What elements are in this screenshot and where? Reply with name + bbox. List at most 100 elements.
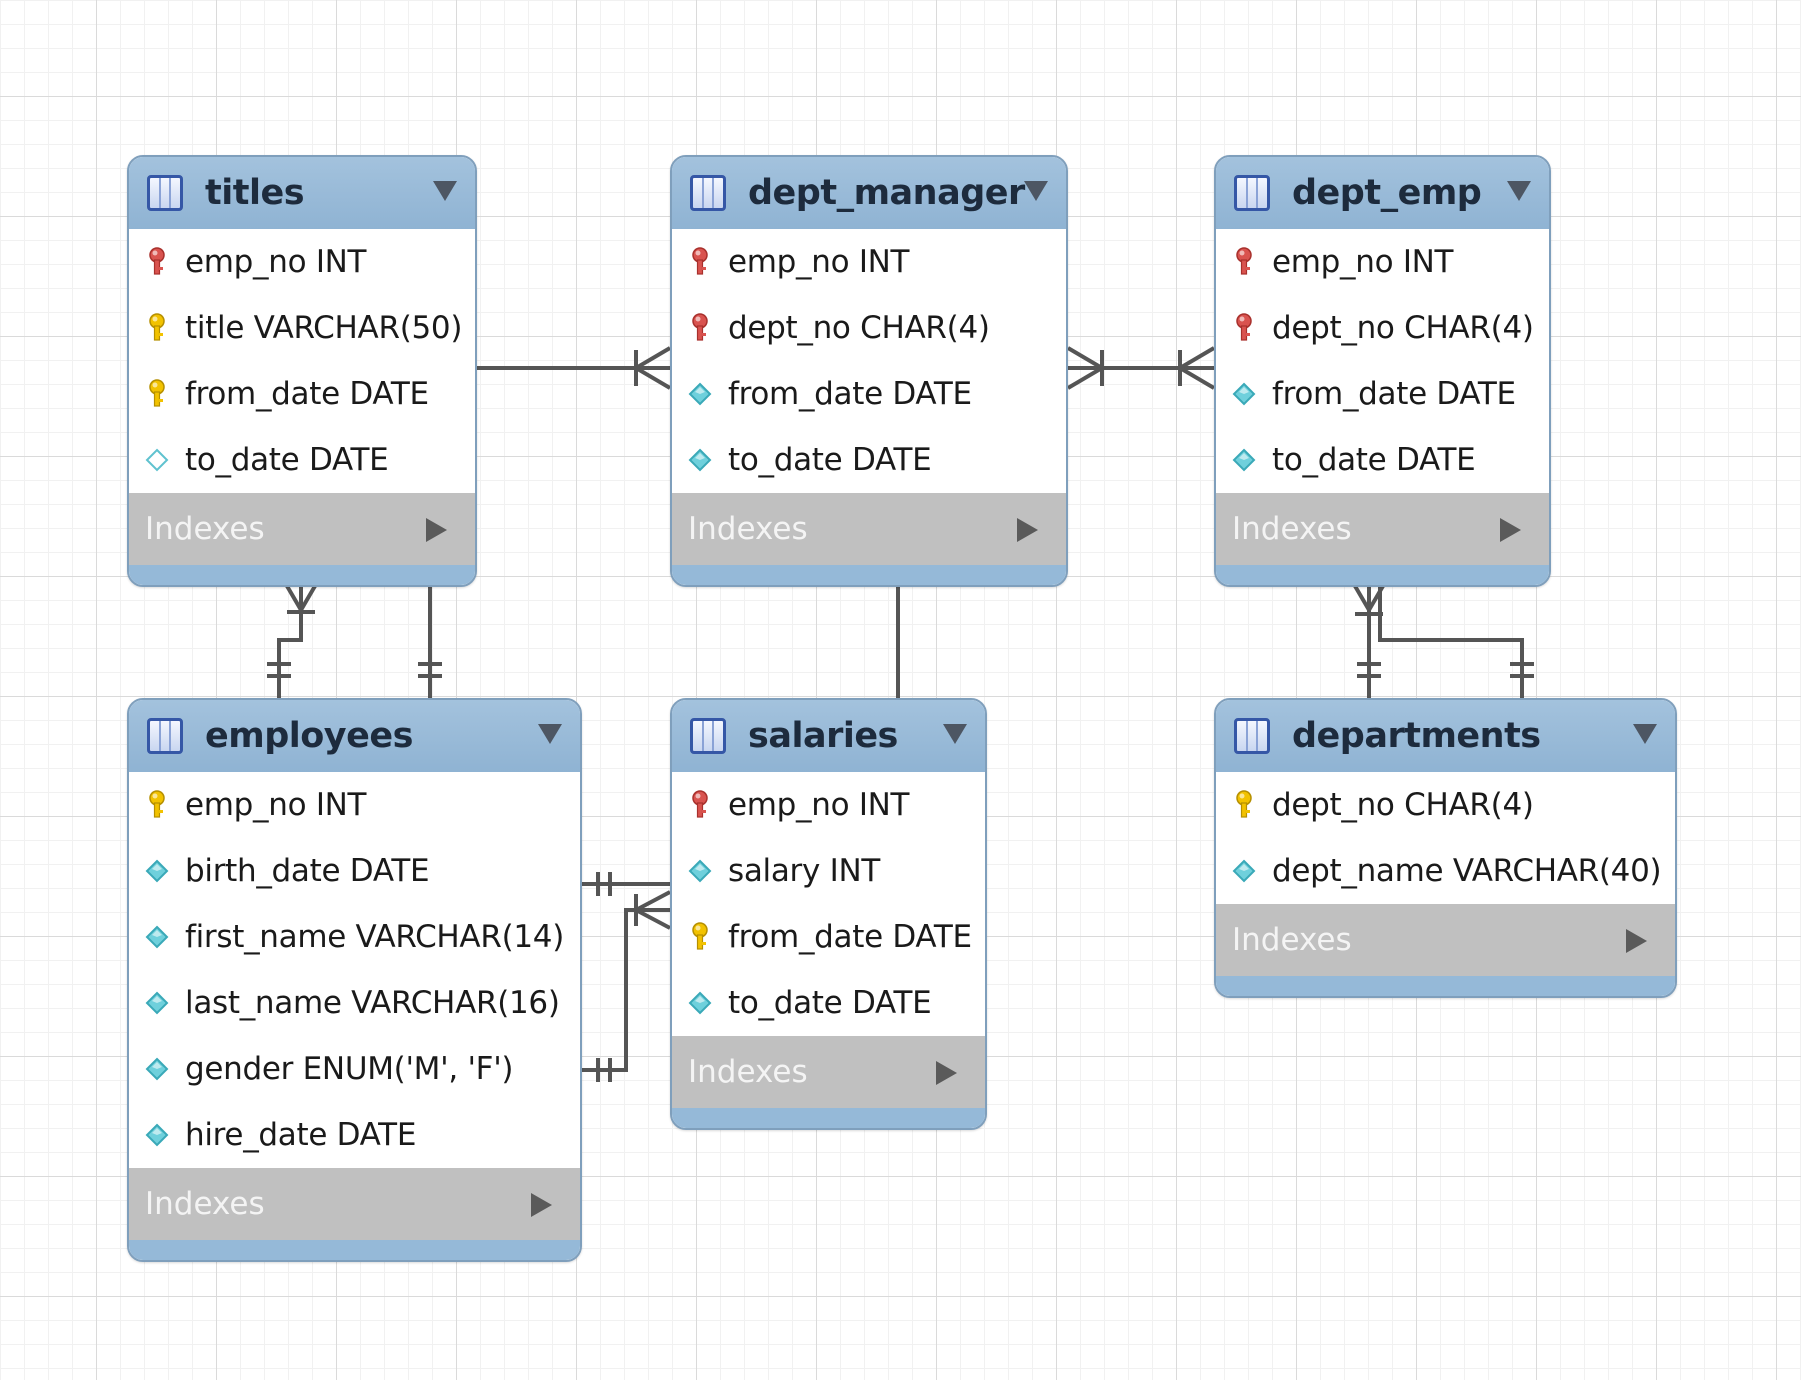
expand-arrow-icon[interactable] [936,1061,957,1085]
collapse-arrow-icon[interactable] [1507,181,1531,201]
table-name: departments [1292,716,1541,756]
crowfoot-dept-manager-titles [634,346,672,390]
indexes-section[interactable]: Indexes [1216,493,1549,565]
column-list: dept_no CHAR(4) dept_name VARCHAR(40) [1216,772,1675,904]
table-titles[interactable]: titles emp_no INT title VARCHAR(50) from… [127,155,477,587]
column-row[interactable]: to_date DATE [129,427,475,493]
indexes-section[interactable]: Indexes [1216,904,1675,976]
column-row[interactable]: dept_no CHAR(4) [672,295,1066,361]
column-list: emp_no INT salary INT from_date DATE to_… [672,772,985,1036]
relationship-employees-salaries-b [582,908,670,1072]
table-employees[interactable]: employees emp_no INT birth_date DATE fir… [127,698,582,1262]
crowfoot-titles-employees-a [285,584,317,614]
red-key-icon [1230,247,1258,277]
expand-arrow-icon[interactable] [531,1193,552,1217]
column-row[interactable]: emp_no INT [672,229,1066,295]
yellow-key-icon [143,790,171,820]
table-header[interactable]: employees [129,700,580,772]
column-row[interactable]: from_date DATE [1216,361,1549,427]
indexes-label: Indexes [688,1054,808,1090]
table-header[interactable]: titles [129,157,475,229]
cyan-diamond-icon [1230,445,1258,475]
table-dept-emp[interactable]: dept_emp emp_no INT dept_no CHAR(4) from… [1214,155,1551,587]
indexes-label: Indexes [1232,922,1352,958]
crowfoot-dept-manager-side [1066,346,1106,390]
table-footer [672,1108,985,1128]
table-icon [1234,175,1270,211]
column-text: emp_no INT [728,244,910,280]
cyan-diamond-icon [143,988,171,1018]
cyan-diamond-icon [143,1120,171,1150]
column-row[interactable]: to_date DATE [1216,427,1549,493]
collapse-arrow-icon[interactable] [943,724,967,744]
column-row[interactable]: emp_no INT [672,772,985,838]
collapse-arrow-icon[interactable] [538,724,562,744]
column-text: dept_no CHAR(4) [1272,310,1534,346]
mandatory-one-departments-a [1357,662,1381,678]
cyan-diamond-icon [686,379,714,409]
column-text: salary INT [728,853,880,889]
column-list: emp_no INT dept_no CHAR(4) from_date DAT… [1216,229,1549,493]
table-footer [1216,565,1549,585]
table-header[interactable]: dept_emp [1216,157,1549,229]
column-text: emp_no INT [185,787,367,823]
column-text: first_name VARCHAR(14) [185,919,565,955]
table-dept-manager[interactable]: dept_manager emp_no INT dept_no CHAR(4) … [670,155,1068,587]
column-row[interactable]: last_name VARCHAR(16) [129,970,580,1036]
column-row[interactable]: gender ENUM('M', 'F') [129,1036,580,1102]
column-row[interactable]: emp_no INT [129,772,580,838]
expand-arrow-icon[interactable] [426,518,447,542]
column-row[interactable]: title VARCHAR(50) [129,295,475,361]
red-key-icon [143,247,171,277]
indexes-label: Indexes [1232,511,1352,547]
indexes-section[interactable]: Indexes [129,1168,580,1240]
table-header[interactable]: departments [1216,700,1675,772]
column-row[interactable]: from_date DATE [129,361,475,427]
cyan-diamond-icon [1230,379,1258,409]
cyan-diamond-icon [1230,856,1258,886]
indexes-section[interactable]: Indexes [672,1036,985,1108]
yellow-key-icon [1230,790,1258,820]
expand-arrow-icon[interactable] [1017,518,1038,542]
table-header[interactable]: salaries [672,700,985,772]
column-row[interactable]: salary INT [672,838,985,904]
table-name: employees [205,716,413,756]
column-row[interactable]: first_name VARCHAR(14) [129,904,580,970]
expand-arrow-icon[interactable] [1626,929,1647,953]
table-footer [672,565,1066,585]
crowfoot-salaries-employees [634,890,671,930]
table-footer [129,1240,580,1260]
column-row[interactable]: dept_name VARCHAR(40) [1216,838,1675,904]
cyan-diamond-icon [686,988,714,1018]
collapse-arrow-icon[interactable] [433,181,457,201]
column-row[interactable]: emp_no INT [129,229,475,295]
column-text: last_name VARCHAR(16) [185,985,560,1021]
column-text: to_date DATE [185,442,389,478]
column-row[interactable]: dept_no CHAR(4) [1216,295,1549,361]
column-row[interactable]: to_date DATE [672,427,1066,493]
mandatory-one-employees-salaries-a [596,872,612,896]
column-row[interactable]: birth_date DATE [129,838,580,904]
table-header[interactable]: dept_manager [672,157,1066,229]
table-name: dept_emp [1292,173,1482,213]
table-icon [147,175,183,211]
collapse-arrow-icon[interactable] [1633,724,1657,744]
column-text: to_date DATE [1272,442,1476,478]
column-row[interactable]: dept_no CHAR(4) [1216,772,1675,838]
collapse-arrow-icon[interactable] [1024,181,1048,201]
table-salaries[interactable]: salaries emp_no INT salary INT from_date… [670,698,987,1130]
column-text: birth_date DATE [185,853,430,889]
column-row[interactable]: from_date DATE [672,361,1066,427]
mandatory-one-departments-b [1510,662,1534,678]
column-row[interactable]: from_date DATE [672,904,985,970]
expand-arrow-icon[interactable] [1500,518,1521,542]
hollow-diamond-icon [143,445,171,475]
table-departments[interactable]: departments dept_no CHAR(4) dept_name VA… [1214,698,1677,998]
yellow-key-icon [143,313,171,343]
column-row[interactable]: to_date DATE [672,970,985,1036]
column-row[interactable]: emp_no INT [1216,229,1549,295]
indexes-section[interactable]: Indexes [672,493,1066,565]
column-row[interactable]: hire_date DATE [129,1102,580,1168]
indexes-section[interactable]: Indexes [129,493,475,565]
